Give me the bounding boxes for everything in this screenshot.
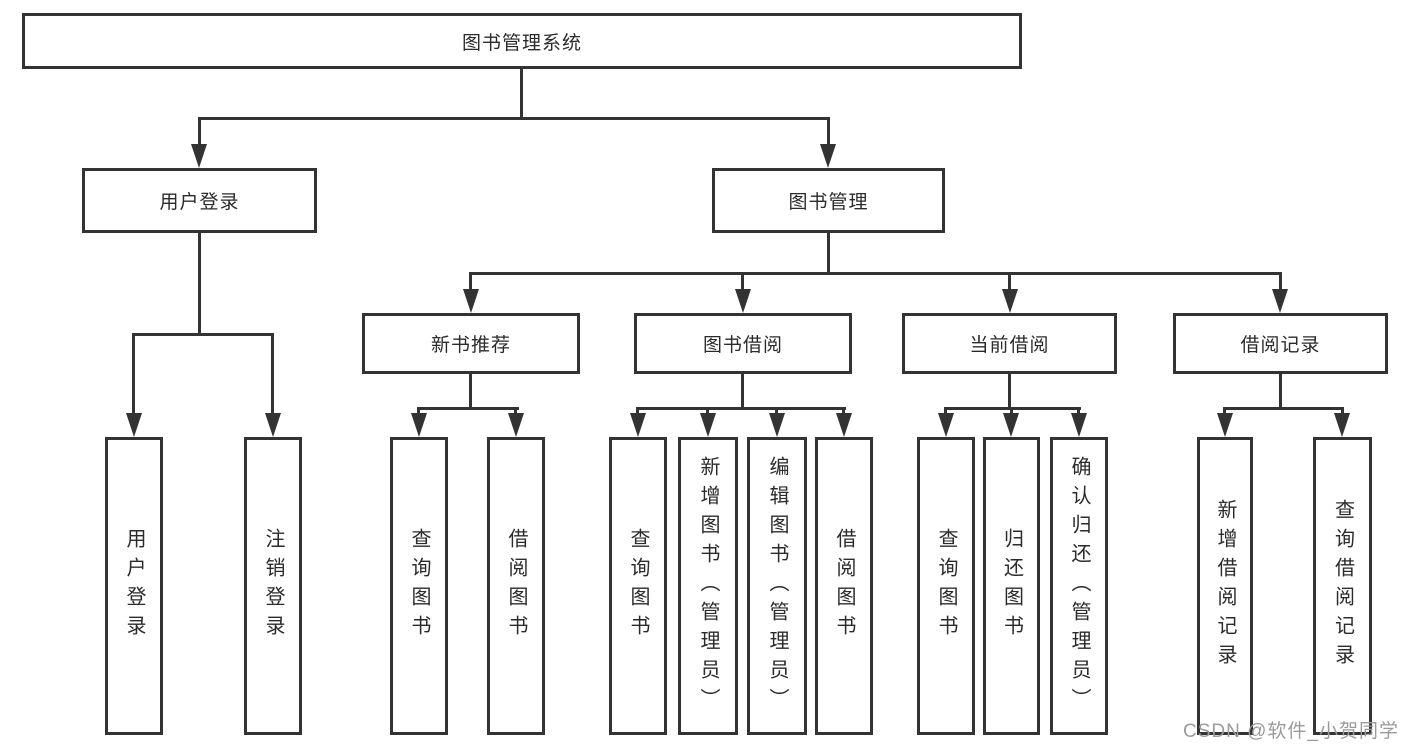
arrowhead-down-icon bbox=[1003, 413, 1019, 437]
arrowhead-down-icon bbox=[1217, 413, 1233, 437]
line bbox=[469, 374, 472, 409]
node-user-login: 用户登录 bbox=[82, 168, 317, 233]
line bbox=[741, 272, 744, 294]
line bbox=[775, 407, 778, 417]
line bbox=[469, 272, 1282, 275]
arrowhead-down-icon bbox=[1272, 289, 1288, 313]
arrowhead-down-icon bbox=[938, 413, 954, 437]
arrowhead-down-icon bbox=[735, 289, 751, 313]
node-book-management: 图书管理 bbox=[712, 168, 945, 233]
line bbox=[417, 407, 420, 417]
arrowhead-down-icon bbox=[1334, 413, 1350, 437]
arrowhead-down-icon bbox=[630, 413, 646, 437]
line bbox=[1010, 407, 1013, 417]
line bbox=[1279, 272, 1282, 294]
leaf-borrow-books-recommend: 借阅图书 bbox=[487, 437, 545, 735]
leaf-query-borrow-record: 查询借阅记录 bbox=[1313, 437, 1372, 735]
line bbox=[842, 407, 845, 417]
line bbox=[636, 407, 846, 410]
arrowhead-down-icon bbox=[126, 413, 142, 437]
line bbox=[1223, 407, 1344, 410]
leaf-query-books-borrowing: 查询图书 bbox=[609, 437, 667, 735]
line bbox=[514, 407, 517, 417]
line bbox=[132, 333, 274, 336]
node-borrowing-records: 借阅记录 bbox=[1173, 313, 1388, 374]
node-library-management-system: 图书管理系统 bbox=[22, 13, 1022, 69]
line bbox=[1008, 374, 1011, 409]
line bbox=[1341, 407, 1344, 417]
line bbox=[827, 117, 830, 150]
line bbox=[469, 272, 472, 294]
line bbox=[1077, 407, 1080, 417]
line bbox=[198, 117, 201, 150]
arrowhead-down-icon bbox=[411, 413, 427, 437]
watermark-text: CSDN @软件_小贺同学 bbox=[1183, 721, 1399, 742]
leaf-user-login: 用户登录 bbox=[105, 437, 163, 735]
leaf-confirm-return-admin: 确认归还（管理员） bbox=[1050, 437, 1108, 735]
arrowhead-down-icon bbox=[265, 413, 281, 437]
arrowhead-down-icon bbox=[1002, 289, 1018, 313]
arrowhead-down-icon bbox=[463, 289, 479, 313]
arrowhead-down-icon bbox=[836, 413, 852, 437]
arrowhead-down-icon bbox=[700, 413, 716, 437]
line bbox=[520, 69, 523, 119]
node-current-borrowing: 当前借阅 bbox=[902, 313, 1117, 374]
arrowhead-down-icon bbox=[1071, 413, 1087, 437]
arrowhead-down-icon bbox=[191, 144, 207, 168]
leaf-logout: 注销登录 bbox=[244, 437, 302, 735]
line bbox=[944, 407, 947, 417]
line bbox=[1223, 407, 1226, 417]
line bbox=[706, 407, 709, 417]
line bbox=[1279, 374, 1282, 409]
line bbox=[132, 333, 135, 418]
line bbox=[417, 407, 519, 410]
line bbox=[741, 374, 744, 409]
leaf-edit-book-admin: 编辑图书（管理员） bbox=[747, 437, 807, 735]
leaf-add-book-admin: 新增图书（管理员） bbox=[678, 437, 738, 735]
line bbox=[1008, 272, 1011, 294]
line bbox=[827, 233, 830, 274]
line bbox=[198, 233, 201, 336]
line bbox=[271, 333, 274, 418]
leaf-query-books-recommend: 查询图书 bbox=[390, 437, 448, 735]
node-new-book-recommend: 新书推荐 bbox=[362, 313, 580, 374]
leaf-return-book: 归还图书 bbox=[983, 437, 1040, 735]
arrowhead-down-icon bbox=[508, 413, 524, 437]
line bbox=[198, 117, 830, 120]
arrowhead-down-icon bbox=[820, 144, 836, 168]
leaf-query-books-current: 查询图书 bbox=[917, 437, 975, 735]
line bbox=[636, 407, 639, 417]
leaf-borrow-books-borrowing: 借阅图书 bbox=[815, 437, 873, 735]
node-book-borrowing: 图书借阅 bbox=[634, 313, 852, 374]
arrowhead-down-icon bbox=[769, 413, 785, 437]
leaf-add-borrow-record: 新增借阅记录 bbox=[1197, 437, 1253, 735]
